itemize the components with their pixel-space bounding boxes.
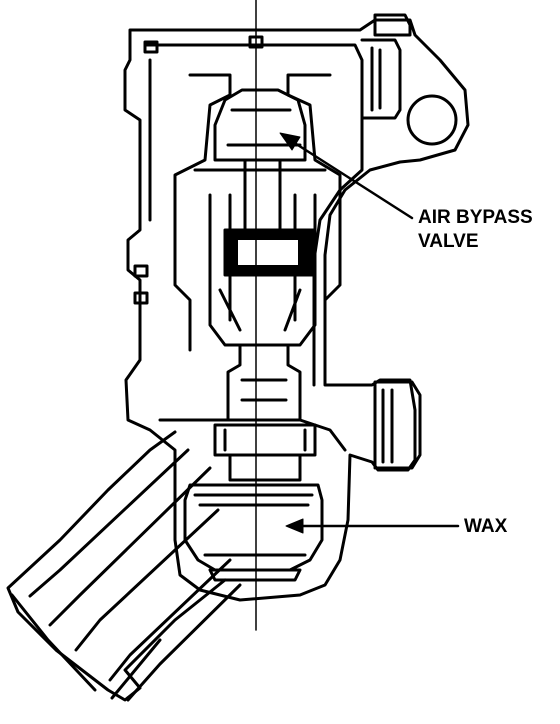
leader-arrows [279, 132, 460, 534]
wax-element [183, 453, 324, 582]
air-bypass-arrowhead [279, 132, 301, 151]
side-nut [373, 380, 422, 470]
wax-arrowhead [285, 518, 304, 534]
wax-label: WAX [464, 516, 508, 537]
mounting-boss [360, 13, 458, 146]
valve-stem [213, 343, 317, 457]
air-bypass-valve-label-line1: AIR BYPASS [418, 207, 533, 228]
outlet-pipe [6, 430, 242, 702]
air-bypass-valve [173, 73, 342, 352]
air-bypass-leader [288, 138, 414, 220]
air-bypass-valve-label-line2: VALVE [418, 231, 479, 252]
